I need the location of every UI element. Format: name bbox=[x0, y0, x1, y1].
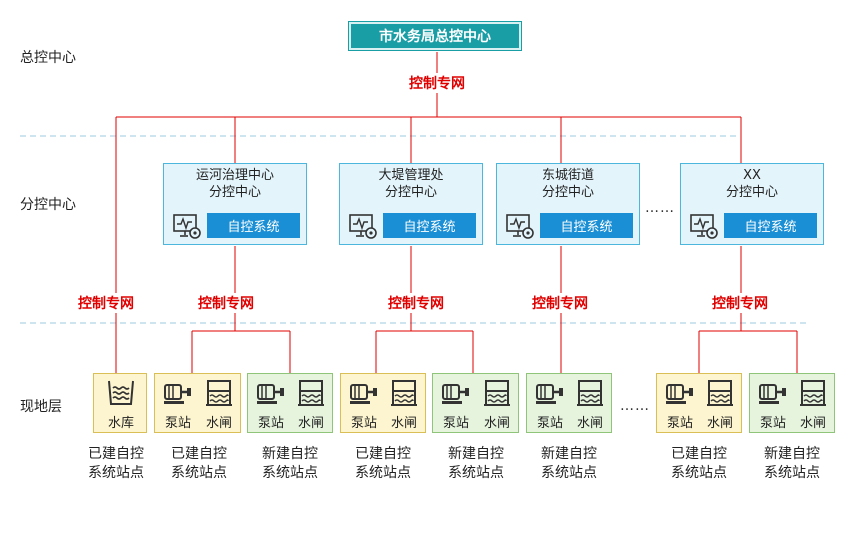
facility-reservoir: 水库 bbox=[98, 374, 144, 434]
station-existing-1: 泵站 水闸 bbox=[154, 373, 241, 433]
facility-label: 泵站 bbox=[442, 416, 469, 431]
gate-icon bbox=[707, 380, 733, 406]
facility-gate: 水闸 bbox=[567, 374, 613, 434]
facility-pump: 泵站 bbox=[155, 374, 201, 434]
branch-name: 东城街道 分控中心 bbox=[541, 168, 594, 200]
facility-label: 水闸 bbox=[576, 416, 603, 431]
station-new-1: 泵站 水闸 bbox=[247, 373, 333, 433]
reservoir-icon bbox=[108, 380, 134, 405]
facility-pump: 泵站 bbox=[433, 374, 479, 434]
auto-control-system: 自控系统 bbox=[724, 213, 817, 238]
caption-new: 新建自控 系统站点 bbox=[541, 446, 597, 481]
layer-label-branch: 分控中心 bbox=[20, 197, 76, 213]
pump-icon bbox=[666, 384, 693, 404]
pump-icon bbox=[759, 384, 786, 404]
gate-icon bbox=[484, 380, 510, 406]
caption-existing: 已建自控 系统站点 bbox=[171, 446, 227, 481]
monitor-gear-icon bbox=[690, 214, 718, 239]
layer-label-hq: 总控中心 bbox=[20, 50, 76, 66]
layer-label-field: 现地层 bbox=[20, 399, 62, 415]
facility-label: 泵站 bbox=[666, 416, 693, 431]
facility-gate: 水闸 bbox=[381, 374, 427, 434]
facility-gate: 水闸 bbox=[196, 374, 242, 434]
pump-icon bbox=[164, 384, 191, 404]
facility-label: 水闸 bbox=[799, 416, 826, 431]
facility-label: 水闸 bbox=[297, 416, 324, 431]
caption-new: 新建自控 系统站点 bbox=[764, 446, 820, 481]
network-label: 控制专网 bbox=[76, 293, 136, 313]
branch-name: 大堤管理处 分控中心 bbox=[378, 168, 444, 200]
caption-existing: 已建自控 系统站点 bbox=[88, 446, 144, 481]
gate-icon bbox=[298, 380, 324, 406]
branch-hub-2: 大堤管理处 分控中心 自控系统 bbox=[339, 163, 483, 245]
gate-icon bbox=[800, 380, 826, 406]
facility-label: 水闸 bbox=[390, 416, 417, 431]
facility-label: 水闸 bbox=[483, 416, 510, 431]
caption-new: 新建自控 系统站点 bbox=[448, 446, 504, 481]
facility-label: 水闸 bbox=[205, 416, 232, 431]
network-label-top: 控制专网 bbox=[407, 73, 467, 93]
facility-label: 水闸 bbox=[706, 416, 733, 431]
facility-pump: 泵站 bbox=[657, 374, 703, 434]
station-existing-4: 泵站 水闸 bbox=[656, 373, 742, 433]
branch-hub-1: 运河治理中心 分控中心 自控系统 bbox=[163, 163, 307, 245]
facility-pump: 泵站 bbox=[750, 374, 796, 434]
branch-hub-3: 东城街道 分控中心 自控系统 bbox=[496, 163, 640, 245]
pump-icon bbox=[257, 384, 284, 404]
facility-label: 泵站 bbox=[257, 416, 284, 431]
auto-control-system: 自控系统 bbox=[207, 213, 300, 238]
facility-pump: 泵站 bbox=[341, 374, 387, 434]
facility-label: 水库 bbox=[107, 416, 134, 431]
auto-control-system: 自控系统 bbox=[540, 213, 633, 238]
station-new-3: 泵站 水闸 bbox=[526, 373, 612, 433]
more-stations-ellipsis: …… bbox=[620, 398, 650, 414]
station-reservoir-existing: 水库 bbox=[93, 373, 147, 433]
facility-gate: 水闸 bbox=[697, 374, 743, 434]
caption-new: 新建自控 系统站点 bbox=[262, 446, 318, 481]
facility-gate: 水闸 bbox=[288, 374, 334, 434]
monitor-gear-icon bbox=[173, 214, 201, 239]
pump-icon bbox=[350, 384, 377, 404]
facility-label: 泵站 bbox=[350, 416, 377, 431]
facility-gate: 水闸 bbox=[790, 374, 836, 434]
network-label: 控制专网 bbox=[386, 293, 446, 313]
monitor-gear-icon bbox=[506, 214, 534, 239]
facility-label: 泵站 bbox=[759, 416, 786, 431]
branch-name: 运河治理中心 分控中心 bbox=[195, 168, 274, 200]
branch-name: XX 分控中心 bbox=[725, 168, 778, 200]
facility-gate: 水闸 bbox=[474, 374, 520, 434]
branch-hub-4: XX 分控中心 自控系统 bbox=[680, 163, 824, 245]
auto-control-system: 自控系统 bbox=[383, 213, 476, 238]
facility-label: 泵站 bbox=[536, 416, 563, 431]
network-label: 控制专网 bbox=[196, 293, 256, 313]
gate-icon bbox=[391, 380, 417, 406]
pump-icon bbox=[442, 384, 469, 404]
more-branches-ellipsis: …… bbox=[645, 200, 675, 216]
station-new-4: 泵站 水闸 bbox=[749, 373, 835, 433]
caption-existing: 已建自控 系统站点 bbox=[355, 446, 411, 481]
network-label: 控制专网 bbox=[530, 293, 590, 313]
hq-box: 市水务局总控中心 bbox=[348, 21, 522, 51]
facility-pump: 泵站 bbox=[248, 374, 294, 434]
facility-label: 泵站 bbox=[164, 416, 191, 431]
gate-icon bbox=[577, 380, 603, 406]
monitor-gear-icon bbox=[349, 214, 377, 239]
pump-icon bbox=[536, 384, 563, 404]
network-label: 控制专网 bbox=[710, 293, 770, 313]
gate-icon bbox=[206, 380, 232, 406]
station-new-2: 泵站 水闸 bbox=[432, 373, 519, 433]
caption-existing: 已建自控 系统站点 bbox=[671, 446, 727, 481]
station-existing-2: 泵站 水闸 bbox=[340, 373, 426, 433]
facility-pump: 泵站 bbox=[527, 374, 573, 434]
